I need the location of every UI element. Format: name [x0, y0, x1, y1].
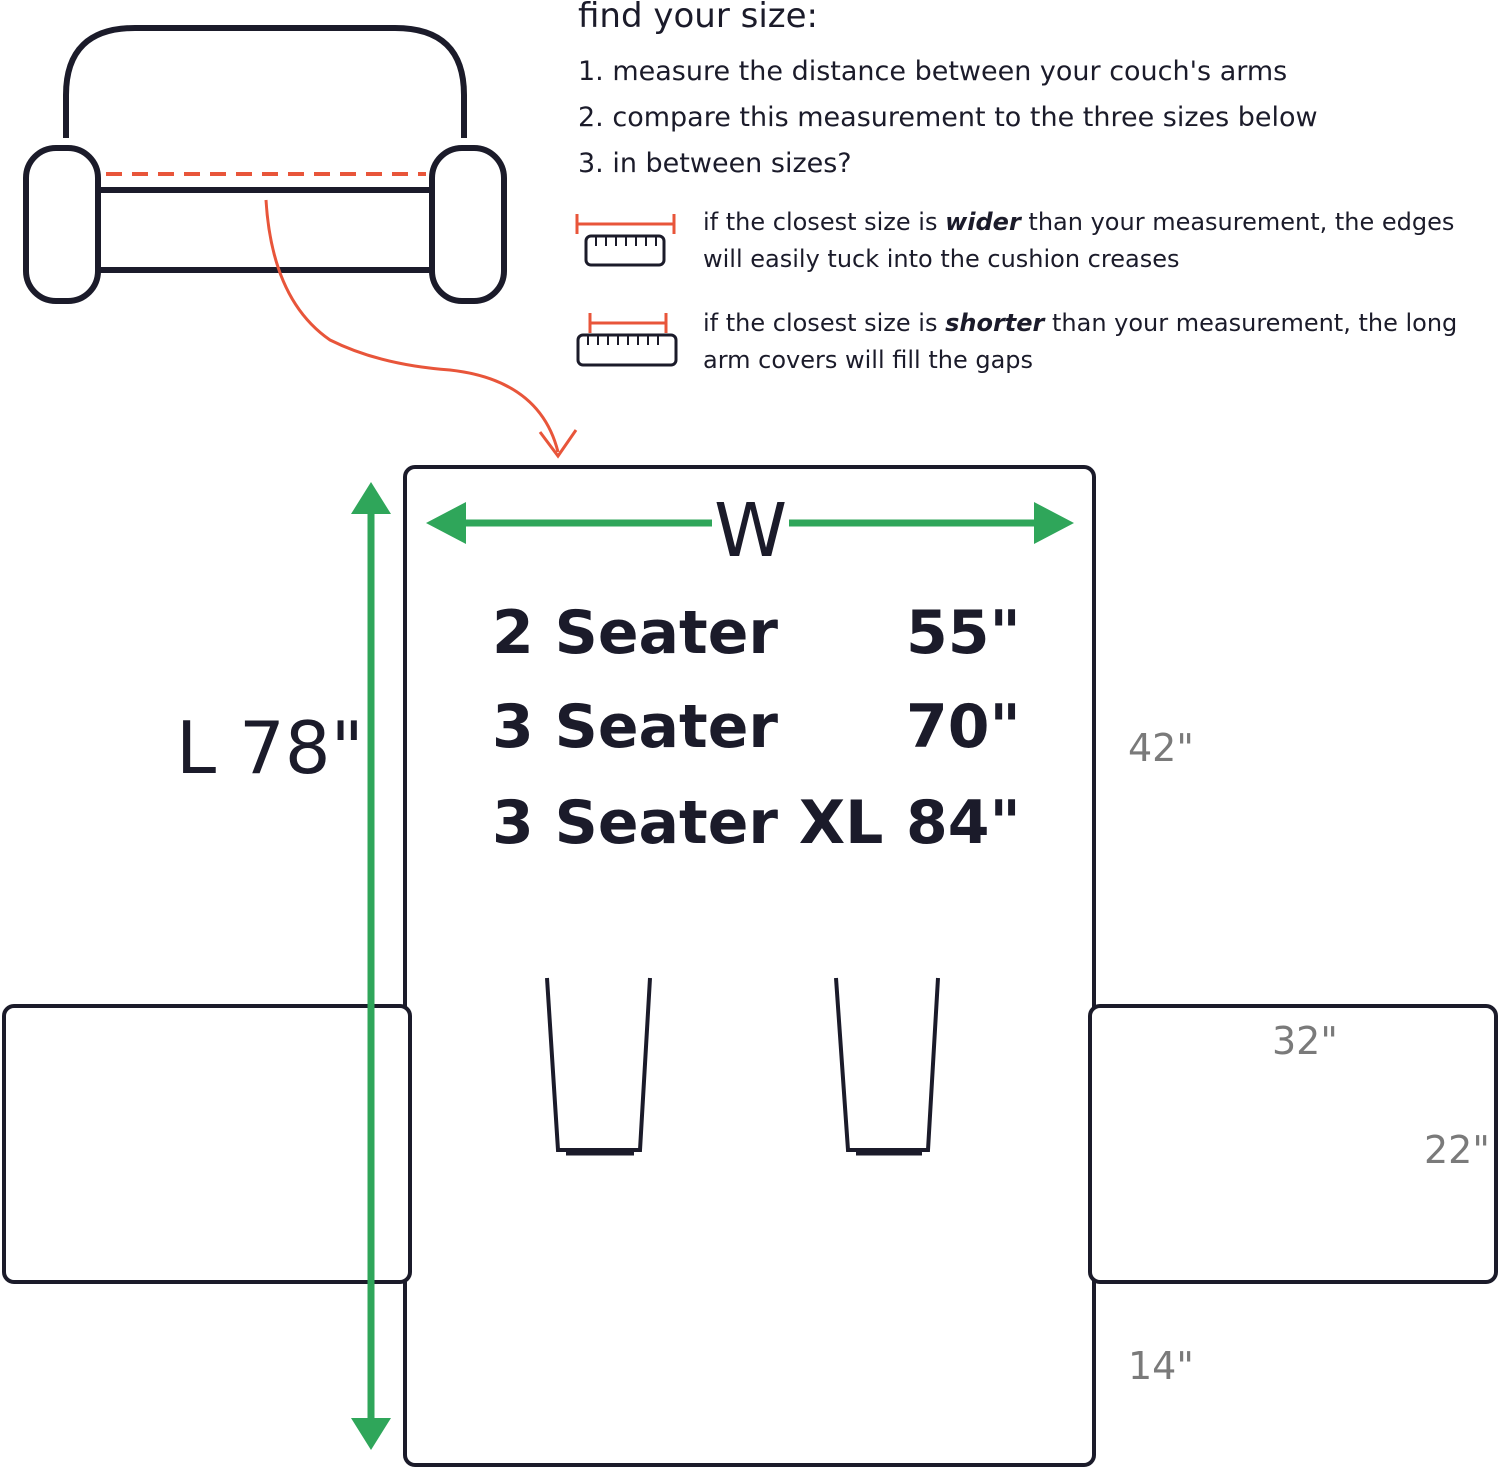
- couch-illustration: [23, 25, 507, 304]
- tip-shorter-emphasis: shorter: [945, 309, 1045, 337]
- tip-wider: if the closest size is wider than your m…: [703, 208, 1455, 273]
- tip-shorter: if the closest size is shorter than your…: [703, 309, 1458, 374]
- couch-left-arm: [23, 145, 101, 304]
- tip-wider-emphasis: wider: [945, 208, 1021, 236]
- find-size-title: find your size:: [578, 0, 818, 36]
- dimension-arm-width: 22": [1424, 1128, 1490, 1172]
- size-width-3-seater-xl: 84": [906, 788, 1021, 858]
- size-width-2-seater: 55": [906, 598, 1021, 668]
- cover-straps: [545, 977, 940, 1156]
- size-name-2-seater: 2 Seater: [492, 598, 778, 668]
- wider-ruler-icon: [575, 214, 676, 267]
- size-name-3-seater: 3 Seater: [492, 692, 778, 762]
- cover-left-arm-flap: [2, 1004, 412, 1284]
- shorter-ruler-icon: [576, 313, 678, 367]
- couch-right-arm: [429, 145, 507, 304]
- dimension-front-flap: 14": [1128, 1344, 1194, 1388]
- dimension-back-height: 42": [1128, 726, 1194, 770]
- measure-pointer-arrowhead: [538, 429, 578, 459]
- size-width-3-seater: 70": [906, 692, 1021, 762]
- width-label: W: [712, 488, 790, 574]
- couch-backrest: [63, 25, 467, 138]
- measure-pointer-arrow: [264, 199, 560, 453]
- cover-outline: [2, 465, 1498, 1467]
- step-1: 1. measure the distance between your cou…: [578, 56, 1288, 87]
- length-label: L 78": [176, 706, 364, 790]
- cover-main-panel: [403, 465, 1096, 1467]
- cover-right-arm-flap: [1088, 1004, 1498, 1284]
- step-2: 2. compare this measurement to the three…: [578, 102, 1318, 133]
- size-name-3-seater-xl: 3 Seater XL: [492, 788, 884, 858]
- step-3: 3. in between sizes?: [578, 148, 852, 179]
- dimension-arm-length: 32": [1272, 1019, 1338, 1063]
- length-arrow: [351, 482, 391, 1450]
